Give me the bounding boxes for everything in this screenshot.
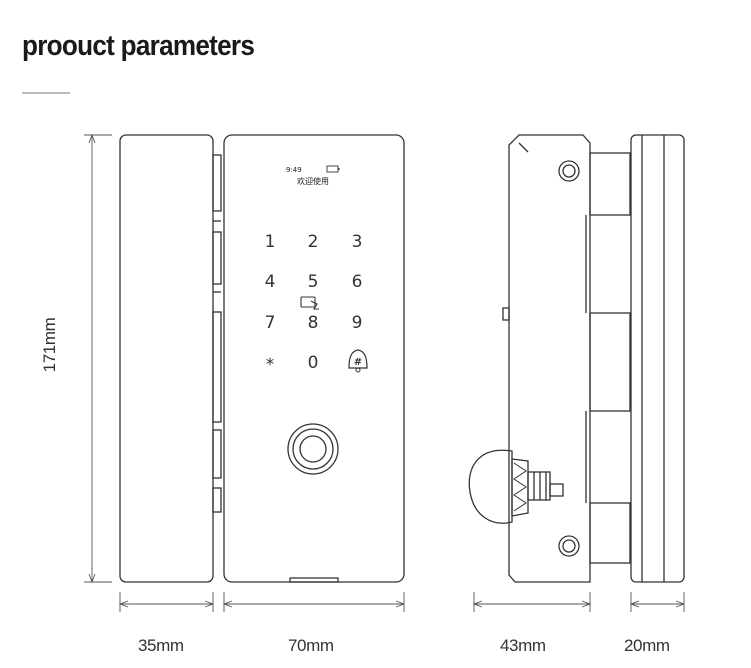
- page-title: proouct parameters: [22, 30, 255, 62]
- screw-top: [558, 160, 580, 182]
- back-depth-label: 20mm: [624, 636, 670, 655]
- dimension-lines: [84, 133, 686, 612]
- key-star[interactable]: *: [266, 355, 275, 375]
- title-underline: [22, 92, 70, 94]
- key-9[interactable]: 9: [352, 313, 363, 333]
- side-profile: [468, 134, 631, 583]
- key-hash: #: [354, 357, 362, 368]
- key-1[interactable]: 1: [265, 232, 276, 252]
- card-reader-icon: [300, 296, 319, 310]
- fingerprint-reader[interactable]: [287, 423, 339, 475]
- back-profile: [630, 134, 685, 583]
- front-panel: [223, 134, 405, 583]
- doorbell-icon[interactable]: #: [348, 349, 368, 373]
- key-2[interactable]: 2: [308, 232, 319, 252]
- front-width-label: 70mm: [288, 636, 334, 655]
- key-0[interactable]: 0: [308, 353, 319, 373]
- screen-time: 9:49: [286, 166, 302, 174]
- handle-unit: [119, 134, 222, 583]
- side-depth-label: 43mm: [500, 636, 546, 655]
- key-5[interactable]: 5: [308, 272, 319, 292]
- keypad: 1 2 3 4 5 6 7 8 9 * 0: [265, 232, 363, 375]
- key-7[interactable]: 7: [265, 313, 276, 333]
- key-6[interactable]: 6: [352, 272, 363, 292]
- handle-width-label: 35mm: [138, 636, 184, 655]
- key-3[interactable]: 3: [352, 232, 363, 252]
- lock-knob[interactable]: [468, 449, 564, 524]
- height-dimension-label: 171mm: [40, 317, 59, 373]
- screen-welcome-text: 欢迎使用: [297, 176, 329, 186]
- screw-bottom: [558, 535, 580, 557]
- battery-icon: [326, 165, 339, 173]
- key-4[interactable]: 4: [265, 272, 276, 292]
- key-8[interactable]: 8: [308, 313, 319, 333]
